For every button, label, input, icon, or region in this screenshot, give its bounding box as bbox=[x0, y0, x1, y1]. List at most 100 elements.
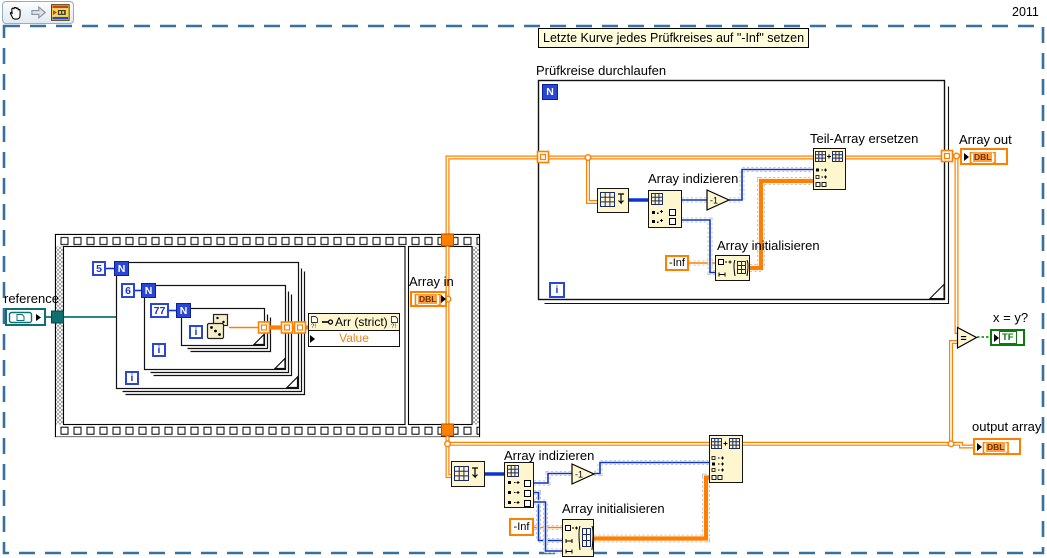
refnum-in-icon: ?! bbox=[311, 315, 318, 329]
init-array-label-bottom[interactable]: Array initialisieren bbox=[562, 501, 665, 516]
i-terminal-inner[interactable]: i bbox=[189, 325, 203, 339]
reference-control[interactable] bbox=[5, 308, 46, 326]
svg-text:?!: ?! bbox=[311, 324, 316, 329]
loop-label[interactable]: Prüfkreise durchlaufen bbox=[536, 63, 667, 78]
n-terminal-middle[interactable]: N bbox=[141, 283, 156, 298]
replace-array-label[interactable]: Teil-Array ersetzen bbox=[810, 131, 919, 146]
initialize-array-icon bbox=[565, 525, 594, 554]
replace-array-node-bottom[interactable] bbox=[709, 435, 743, 483]
bracket: ] bbox=[437, 292, 442, 306]
value-input-arrow bbox=[310, 334, 315, 343]
init-array-node-loop[interactable] bbox=[715, 255, 750, 281]
bracket: [ bbox=[969, 149, 973, 164]
property-value[interactable]: Value bbox=[339, 331, 369, 346]
array-size-icon bbox=[600, 192, 624, 207]
array-out-indicator[interactable]: [DBL] bbox=[960, 148, 1008, 165]
wire-loop-branch-arraysize[interactable] bbox=[586, 157, 598, 204]
wire-outputarray-to-equals[interactable] bbox=[949, 340, 958, 444]
tunnel-seq-top[interactable] bbox=[441, 233, 454, 247]
neg-inf-constant-bottom[interactable]: -Inf bbox=[509, 518, 534, 536]
initialize-array-icon bbox=[718, 259, 749, 277]
property-node[interactable]: ?! Arr (strict) ?! Value bbox=[308, 313, 400, 347]
array-out-label[interactable]: Array out bbox=[959, 132, 1012, 147]
array-in-control[interactable]: [DBL] bbox=[410, 291, 447, 307]
wire-index2-to-init-loop[interactable] bbox=[682, 217, 716, 275]
init-array-node-bottom[interactable] bbox=[562, 519, 594, 557]
wire-const-stubs[interactable] bbox=[106, 267, 176, 312]
refnum-icon bbox=[8, 311, 41, 323]
forward-arrow-icon[interactable] bbox=[29, 3, 49, 22]
neg-inf-constant-loop[interactable]: -Inf bbox=[665, 255, 689, 271]
wire-init-bottom-out[interactable] bbox=[594, 473, 710, 543]
tunnel-loop-left[interactable] bbox=[536, 150, 550, 164]
svg-text:?!: ?! bbox=[391, 324, 396, 329]
n-terminal-outer[interactable]: N bbox=[114, 261, 129, 276]
dbl-type: DBL bbox=[986, 441, 1006, 452]
index-array-node-bottom[interactable] bbox=[504, 462, 534, 508]
equals-node[interactable]: = bbox=[956, 326, 980, 350]
tunnel-loop-right[interactable] bbox=[940, 149, 954, 163]
tunnel-loop2-right[interactable] bbox=[280, 321, 294, 334]
output-array-label[interactable]: output array bbox=[972, 419, 1042, 434]
strict-ref-icon bbox=[322, 319, 334, 325]
wire-index-to-dec-bottom[interactable] bbox=[534, 471, 572, 486]
output-array-indicator[interactable]: [DBL] bbox=[973, 438, 1021, 455]
bracket: [ bbox=[982, 439, 986, 454]
i-terminal-middle[interactable]: i bbox=[152, 343, 166, 357]
i-terminal-outer[interactable]: i bbox=[125, 371, 139, 385]
wire-dec-to-replace-loop[interactable] bbox=[729, 167, 813, 203]
terminal-arrow-icon bbox=[977, 442, 982, 451]
wire-junctions bbox=[444, 152, 961, 448]
xy-label[interactable]: x = y? bbox=[993, 310, 1029, 325]
property-node-title: Arr (strict) bbox=[335, 314, 388, 329]
index-array-label-loop[interactable]: Array indizieren bbox=[648, 171, 739, 186]
comment-label[interactable]: Letzte Kurve jedes Prüfkreises auf "-Inf… bbox=[538, 28, 810, 48]
reference-label[interactable]: reference bbox=[4, 291, 59, 306]
tunnel-loop1-right[interactable] bbox=[293, 321, 307, 334]
loop-iteration-terminal[interactable]: i bbox=[549, 282, 565, 298]
array-in-label[interactable]: Array in bbox=[409, 274, 454, 289]
random-number-node[interactable] bbox=[205, 313, 231, 342]
decrement-node-loop[interactable]: -1 bbox=[706, 189, 731, 211]
wire-init-loop-out[interactable] bbox=[750, 177, 813, 272]
replace-array-icon bbox=[711, 438, 740, 480]
bracket: ] bbox=[992, 149, 997, 164]
year-label: 2011 bbox=[1012, 5, 1039, 19]
index-array-icon bbox=[507, 465, 531, 507]
wire-array-in-to-loop[interactable] bbox=[445, 155, 538, 237]
tunnel-loop3-right[interactable] bbox=[257, 321, 271, 334]
decrement-node-bottom[interactable]: -1 bbox=[571, 463, 596, 485]
loop-count-terminal[interactable]: N bbox=[542, 84, 558, 100]
index-array-node-loop[interactable] bbox=[648, 190, 682, 228]
const-5[interactable]: 5 bbox=[92, 261, 106, 276]
vi-icon[interactable] bbox=[51, 4, 70, 21]
wire-bottom-branch-arraysize[interactable] bbox=[445, 443, 453, 478]
pan-hand-icon[interactable] bbox=[6, 3, 26, 22]
index-array-label-bottom[interactable]: Array indizieren bbox=[504, 448, 595, 463]
init-array-label-loop[interactable]: Array initialisieren bbox=[717, 238, 820, 253]
decrement-glyph: -1 bbox=[710, 196, 718, 206]
wire-index2-to-init-bottom[interactable] bbox=[534, 490, 562, 543]
tunnel-seq-bottom[interactable] bbox=[441, 423, 454, 437]
floating-toolbar bbox=[2, 1, 74, 24]
wire-index3-to-init-bottom[interactable] bbox=[534, 499, 562, 554]
wire-dec-to-replace-bottom[interactable] bbox=[594, 460, 709, 476]
n-terminal-inner[interactable]: N bbox=[176, 303, 191, 318]
vi-page-border bbox=[2, 24, 1045, 555]
array-size-icon bbox=[454, 466, 478, 481]
dbl-type: DBL bbox=[418, 294, 438, 304]
tunnel-reference[interactable] bbox=[51, 310, 64, 324]
tf-indicator[interactable]: TF bbox=[990, 329, 1025, 346]
const-6[interactable]: 6 bbox=[121, 283, 135, 298]
const-77[interactable]: 77 bbox=[150, 303, 169, 318]
bracket: ] bbox=[1005, 439, 1010, 454]
replace-array-node-loop[interactable] bbox=[813, 148, 846, 190]
array-size-node-loop[interactable] bbox=[597, 188, 629, 213]
wire-replace2-to-outputarray[interactable] bbox=[743, 441, 973, 449]
dbl-type: DBL bbox=[973, 151, 993, 162]
array-size-node-bottom[interactable] bbox=[451, 461, 485, 487]
replace-array-icon bbox=[815, 151, 843, 187]
